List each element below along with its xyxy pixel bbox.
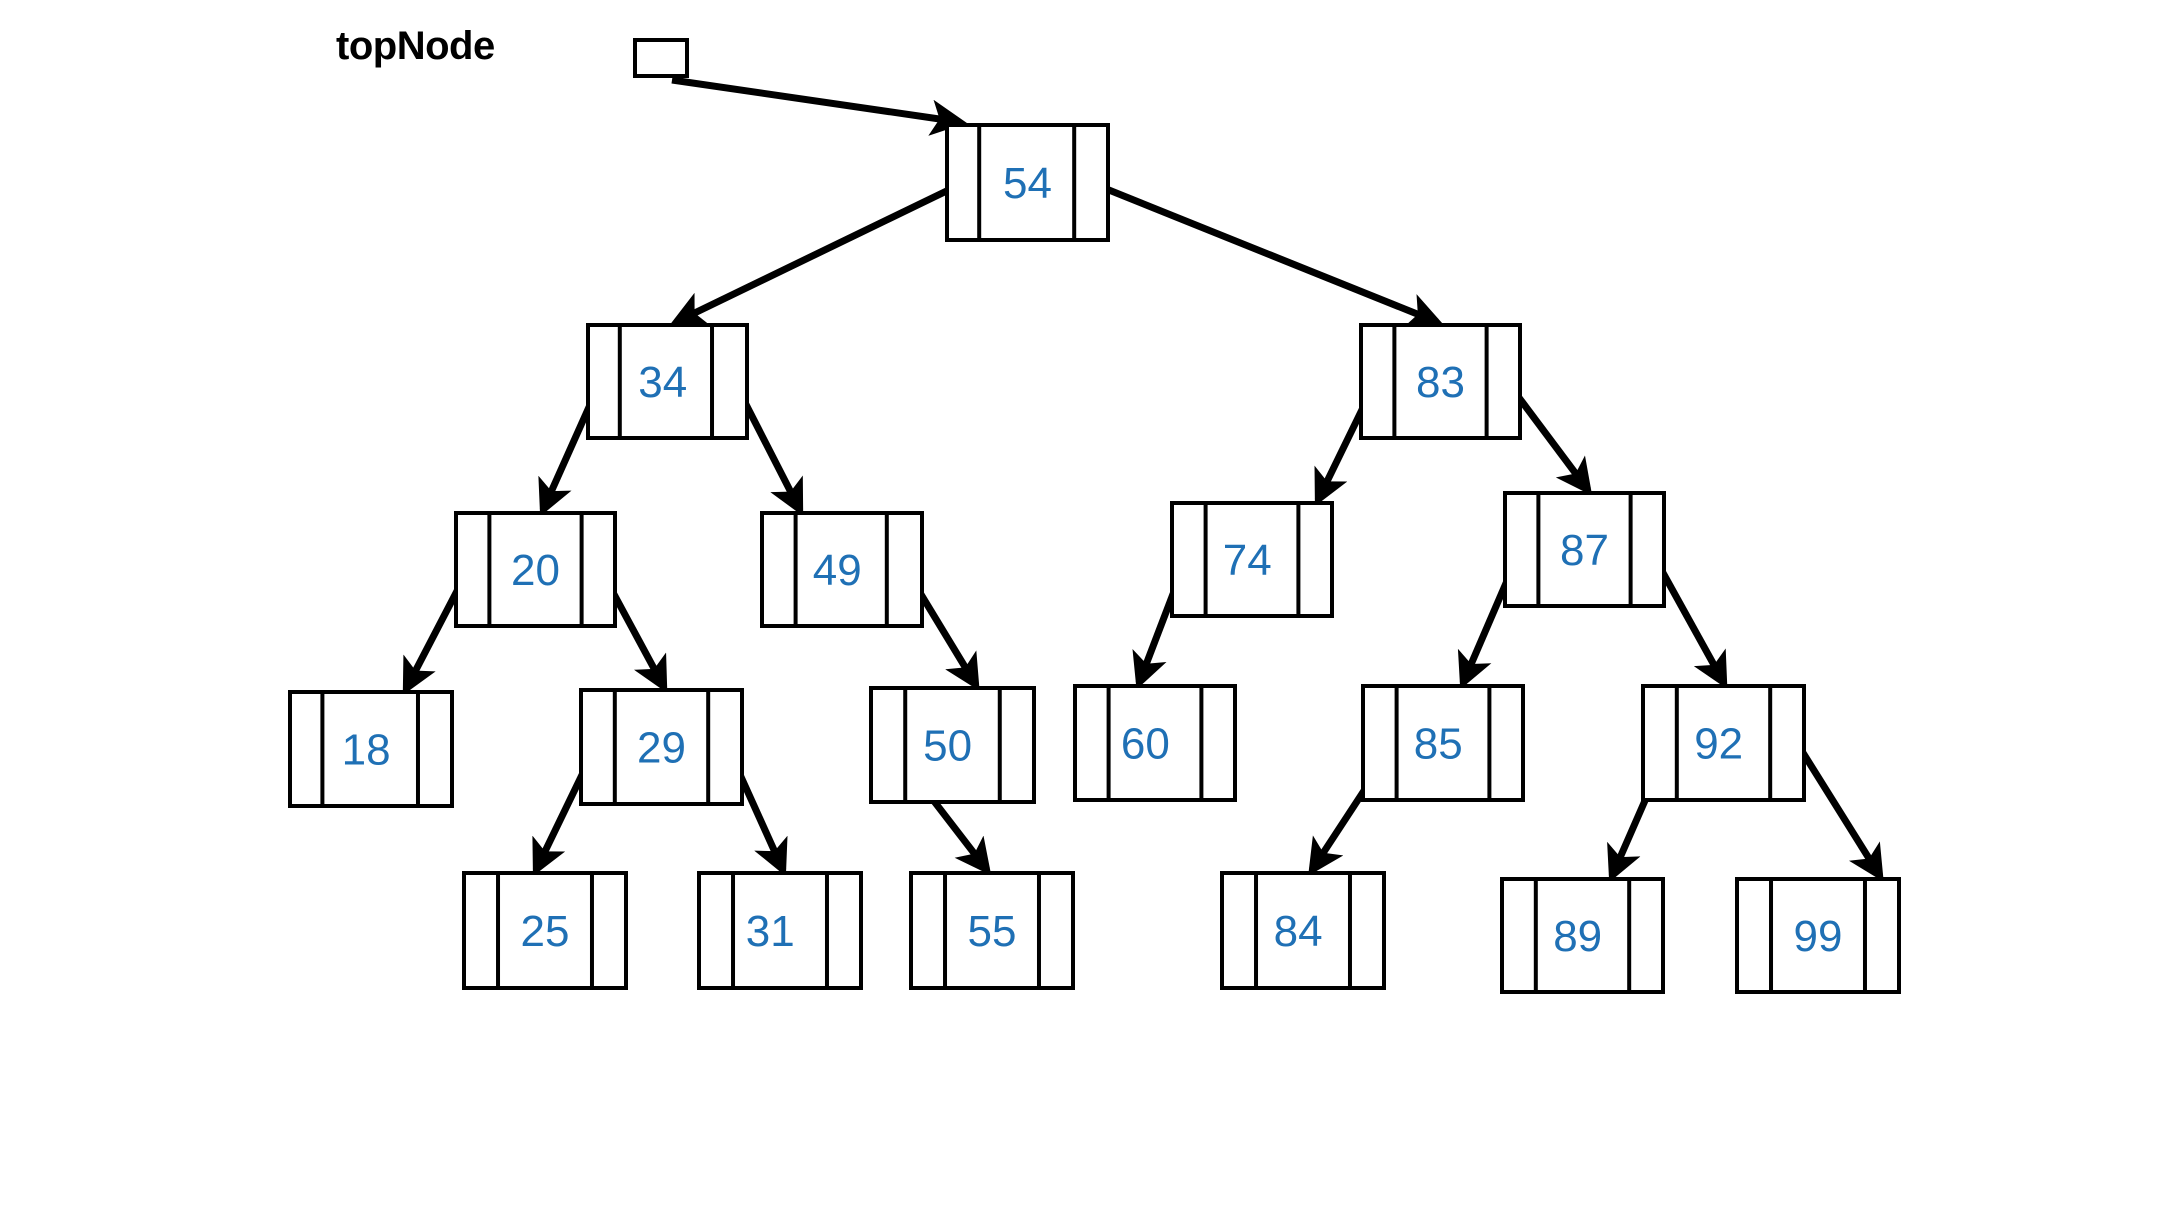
tree-node-83[interactable]: 83	[1359, 323, 1522, 440]
node-value-text: 20	[511, 546, 560, 595]
node-value-text: 18	[342, 726, 391, 775]
node-box	[945, 123, 1110, 242]
node-value-text: 74	[1223, 536, 1272, 585]
node-value-text: 25	[521, 907, 570, 956]
node-box	[1361, 684, 1525, 802]
tree-node-55[interactable]: 55	[909, 871, 1075, 990]
node-box	[760, 511, 924, 628]
node-box	[1359, 323, 1522, 440]
node-box	[1220, 871, 1386, 990]
node-value-text: 87	[1560, 526, 1609, 575]
node-box	[1500, 877, 1665, 994]
node-value-text: 49	[813, 546, 862, 595]
tree-node-89[interactable]: 89	[1500, 877, 1665, 994]
node-value-text: 55	[968, 907, 1017, 956]
node-box	[1503, 491, 1666, 608]
link-toppointer-to-54	[671, 76, 967, 136]
tree-node-31[interactable]: 31	[697, 871, 863, 990]
tree-node-84[interactable]: 84	[1220, 871, 1386, 990]
node-value-text: 29	[637, 724, 686, 773]
node-box	[1735, 877, 1901, 994]
node-box	[462, 871, 628, 990]
tree-node-34[interactable]: 34	[586, 323, 749, 440]
node-value-text: 50	[923, 722, 972, 771]
node-value-text: 84	[1274, 907, 1323, 956]
tree-node-60[interactable]: 60	[1073, 684, 1237, 802]
link-54-right-to-83	[1092, 180, 1444, 328]
node-value-text: 99	[1794, 912, 1843, 961]
tree-node-74[interactable]: 74	[1170, 501, 1334, 618]
tree-node-87[interactable]: 87	[1503, 491, 1666, 608]
top-node-pointer-box	[633, 38, 689, 78]
node-box	[1073, 684, 1237, 802]
tree-node-25[interactable]: 25	[462, 871, 628, 990]
link-92-right-to-99	[1797, 746, 1884, 882]
node-value-text: 83	[1416, 358, 1465, 407]
node-box	[454, 511, 617, 628]
tree-node-54[interactable]: 54	[945, 123, 1110, 242]
tree-node-18[interactable]: 18	[288, 690, 454, 808]
tree-nodes-layer: 54 34 83 20 49 74 87 18 29 50 60 85 92 25 31 55 84 89 99	[288, 123, 1901, 994]
link-54-left-to-34	[669, 180, 963, 326]
node-value-text: 92	[1694, 720, 1743, 769]
node-box	[1641, 684, 1806, 802]
tree-node-99[interactable]: 99	[1735, 877, 1901, 994]
node-value-text: 31	[746, 907, 795, 956]
node-box	[579, 688, 744, 806]
node-box	[869, 686, 1036, 804]
tree-node-29[interactable]: 29	[579, 688, 744, 806]
node-value-text: 60	[1121, 720, 1170, 769]
top-node-label: topNode	[336, 24, 495, 68]
node-box	[288, 690, 454, 808]
node-value-text: 54	[1003, 159, 1052, 208]
node-box	[909, 871, 1075, 990]
tree-node-20[interactable]: 20	[454, 511, 617, 628]
tree-node-92[interactable]: 92	[1641, 684, 1806, 802]
node-box	[1170, 501, 1334, 618]
node-box	[586, 323, 749, 440]
tree-node-50[interactable]: 50	[869, 686, 1036, 804]
node-value-text: 34	[638, 358, 687, 407]
node-value-text: 89	[1553, 912, 1602, 961]
node-value-text: 85	[1414, 720, 1463, 769]
node-box	[697, 871, 863, 990]
tree-node-49[interactable]: 49	[760, 511, 924, 628]
tree-node-85[interactable]: 85	[1361, 684, 1525, 802]
